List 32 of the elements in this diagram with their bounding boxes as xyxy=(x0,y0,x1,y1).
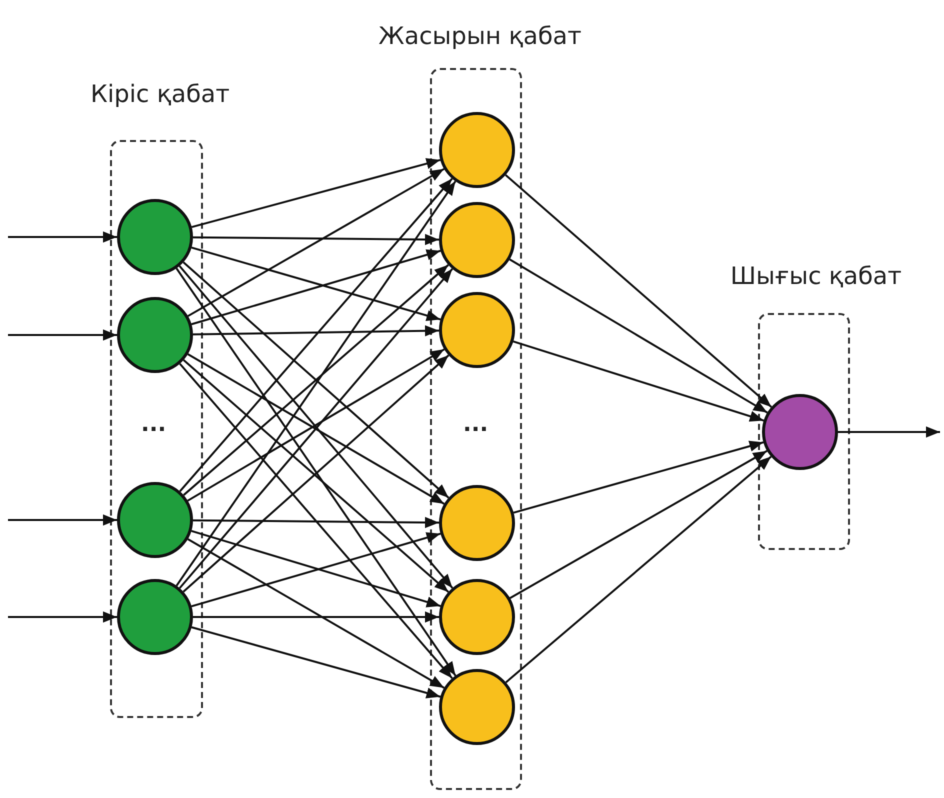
neuron-circle xyxy=(439,579,515,655)
arrow xyxy=(176,268,456,676)
ellipsis-mark: ... xyxy=(141,412,166,437)
arrow xyxy=(193,234,439,246)
layer-heading: Кіріс қабат xyxy=(89,80,231,108)
neuron-circle xyxy=(439,202,515,278)
layer-heading: Жасырын қабат xyxy=(378,22,582,50)
arrow xyxy=(193,611,439,623)
ellipsis-mark: ... xyxy=(463,412,488,437)
neuron-circle xyxy=(439,669,515,745)
arrow xyxy=(509,258,768,414)
arrow xyxy=(505,456,772,684)
arrow xyxy=(179,178,453,492)
arrow xyxy=(512,340,764,422)
neuron-circle xyxy=(439,112,515,188)
arrow xyxy=(504,174,772,408)
arrow xyxy=(176,180,456,586)
arrow xyxy=(8,611,117,623)
arrow xyxy=(187,168,445,317)
arrow xyxy=(187,538,445,689)
arrow xyxy=(179,363,453,679)
arrow xyxy=(193,516,439,528)
arrow xyxy=(8,329,117,341)
arrow xyxy=(191,158,441,228)
arrow xyxy=(191,626,441,698)
arrow xyxy=(8,514,117,526)
arrow xyxy=(513,440,764,514)
arrow xyxy=(192,325,440,336)
arrow xyxy=(8,231,117,243)
arrow xyxy=(838,426,940,438)
arrow xyxy=(509,450,768,599)
layer-heading: Шығыс қабат xyxy=(729,262,903,290)
